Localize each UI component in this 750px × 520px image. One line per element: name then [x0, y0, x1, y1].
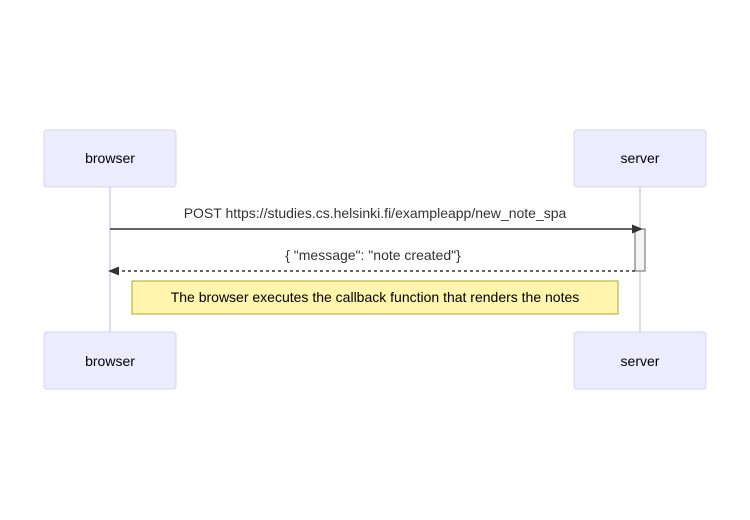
- server-actor-top: server: [573, 129, 707, 188]
- server-actor-bottom-box: [573, 331, 707, 390]
- note: The browser executes the callback functi…: [131, 280, 619, 315]
- message-post-request-arrowhead: [632, 224, 643, 234]
- browser-actor-top-box: [43, 129, 177, 188]
- browser-actor-bottom-label: browser: [85, 353, 135, 369]
- server-activation: [634, 228, 646, 272]
- message-response-label: { "message": "note created"}: [285, 247, 461, 263]
- message-post-request: POST https://studies.cs.helsinki.fi/exam…: [110, 205, 643, 234]
- message-response-arrowhead: [108, 266, 119, 276]
- browser-actor-bottom: browser: [43, 331, 177, 390]
- message-response: { "message": "note created"}: [108, 247, 635, 276]
- message-post-request-label: POST https://studies.cs.helsinki.fi/exam…: [184, 205, 567, 221]
- note-box: [131, 280, 619, 315]
- server-actor-top-box: [573, 129, 707, 188]
- browser-actor-top: browser: [43, 129, 177, 188]
- server-actor-bottom-label: server: [621, 353, 660, 369]
- browser-actor-bottom-box: [43, 331, 177, 390]
- server-actor-bottom: server: [573, 331, 707, 390]
- server-actor-top-label: server: [621, 150, 660, 166]
- note-text: The browser executes the callback functi…: [171, 289, 580, 305]
- browser-actor-top-label: browser: [85, 150, 135, 166]
